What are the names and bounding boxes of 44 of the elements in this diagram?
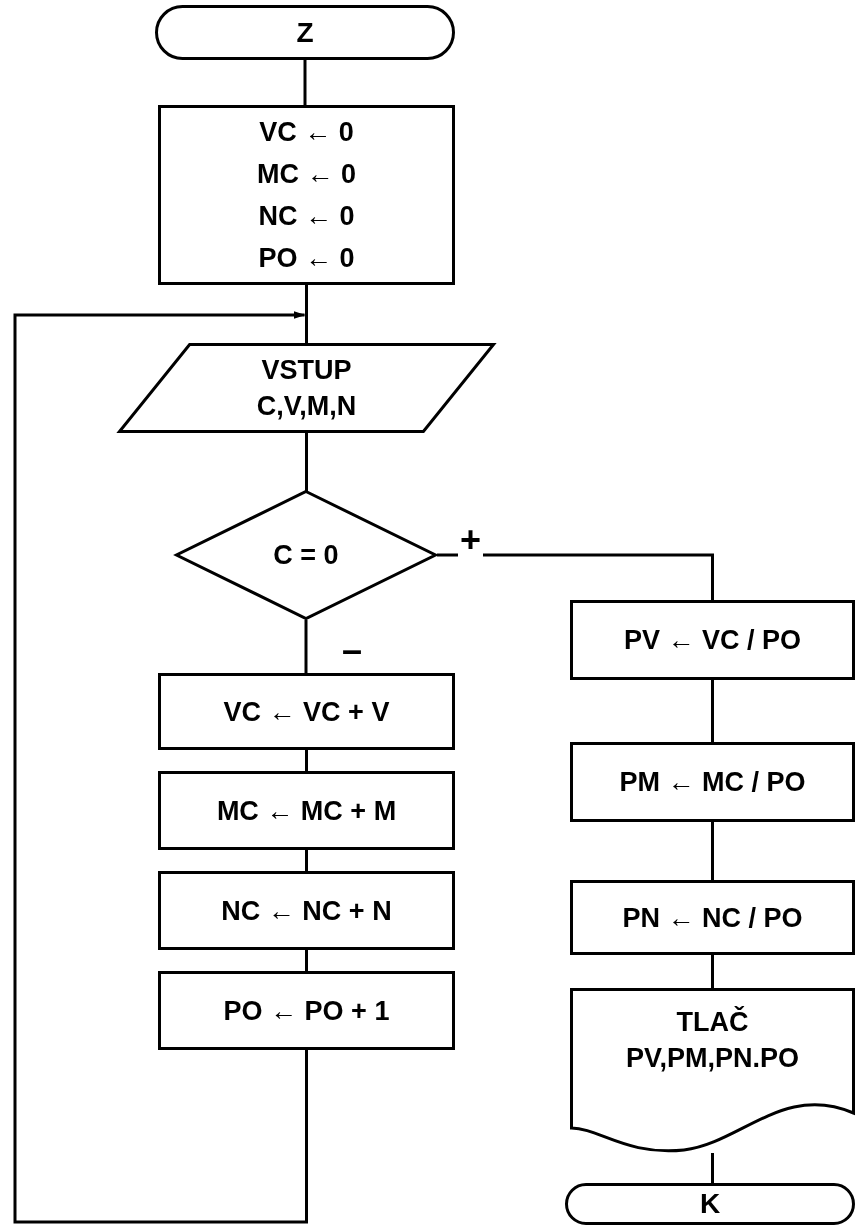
process-box	[570, 880, 855, 955]
node-text: PM ← MC / PO	[619, 766, 806, 799]
node-text: NC ← 0	[258, 200, 355, 233]
flow-line	[304, 620, 308, 673]
loop-arrow	[13, 311, 308, 1224]
node-text: NC ← NC + N	[221, 894, 392, 928]
flow-line	[303, 60, 307, 105]
node-text: VC ← VC + V	[223, 695, 390, 729]
flow-line	[305, 850, 308, 871]
input-parallelogram	[118, 343, 495, 433]
flow-line	[437, 553, 714, 600]
process-box	[158, 673, 455, 750]
node-text: PO ← PO + 1	[223, 994, 390, 1028]
flow-line	[305, 950, 308, 971]
flow-line	[711, 822, 714, 880]
decision-diamond	[175, 490, 437, 620]
document-shape	[570, 988, 855, 1153]
node-text: C = 0	[273, 539, 339, 572]
node-text: C,V,M,N	[256, 390, 357, 423]
flow-line	[711, 1153, 714, 1183]
flow-line	[305, 750, 308, 771]
process-box	[158, 771, 455, 850]
node-text: K	[699, 1189, 721, 1219]
node-text: TLAČ	[676, 1005, 749, 1039]
flow-line	[711, 955, 714, 988]
flow-line	[305, 285, 308, 343]
flow-line	[711, 680, 714, 742]
node-text: MC ← 0	[257, 158, 356, 191]
process-box	[158, 971, 455, 1050]
node-text: PO ← 0	[258, 242, 355, 275]
terminal-shape	[565, 1183, 855, 1225]
node-text: Z	[296, 17, 314, 48]
process-box	[158, 871, 455, 950]
node-text: PV,PM,PN.PO	[625, 1042, 800, 1075]
flow-line	[305, 433, 308, 491]
process-box	[158, 105, 455, 285]
terminal-shape	[155, 5, 455, 60]
node-text: VSTUP	[261, 354, 352, 387]
node-text: MC ← MC + M	[216, 794, 397, 828]
node-text: PV ← VC / PO	[623, 624, 801, 657]
node-text: PN ← NC / PO	[622, 901, 803, 935]
node-text: VC ← 0	[259, 116, 354, 149]
process-box	[570, 600, 855, 680]
process-box	[570, 742, 855, 822]
